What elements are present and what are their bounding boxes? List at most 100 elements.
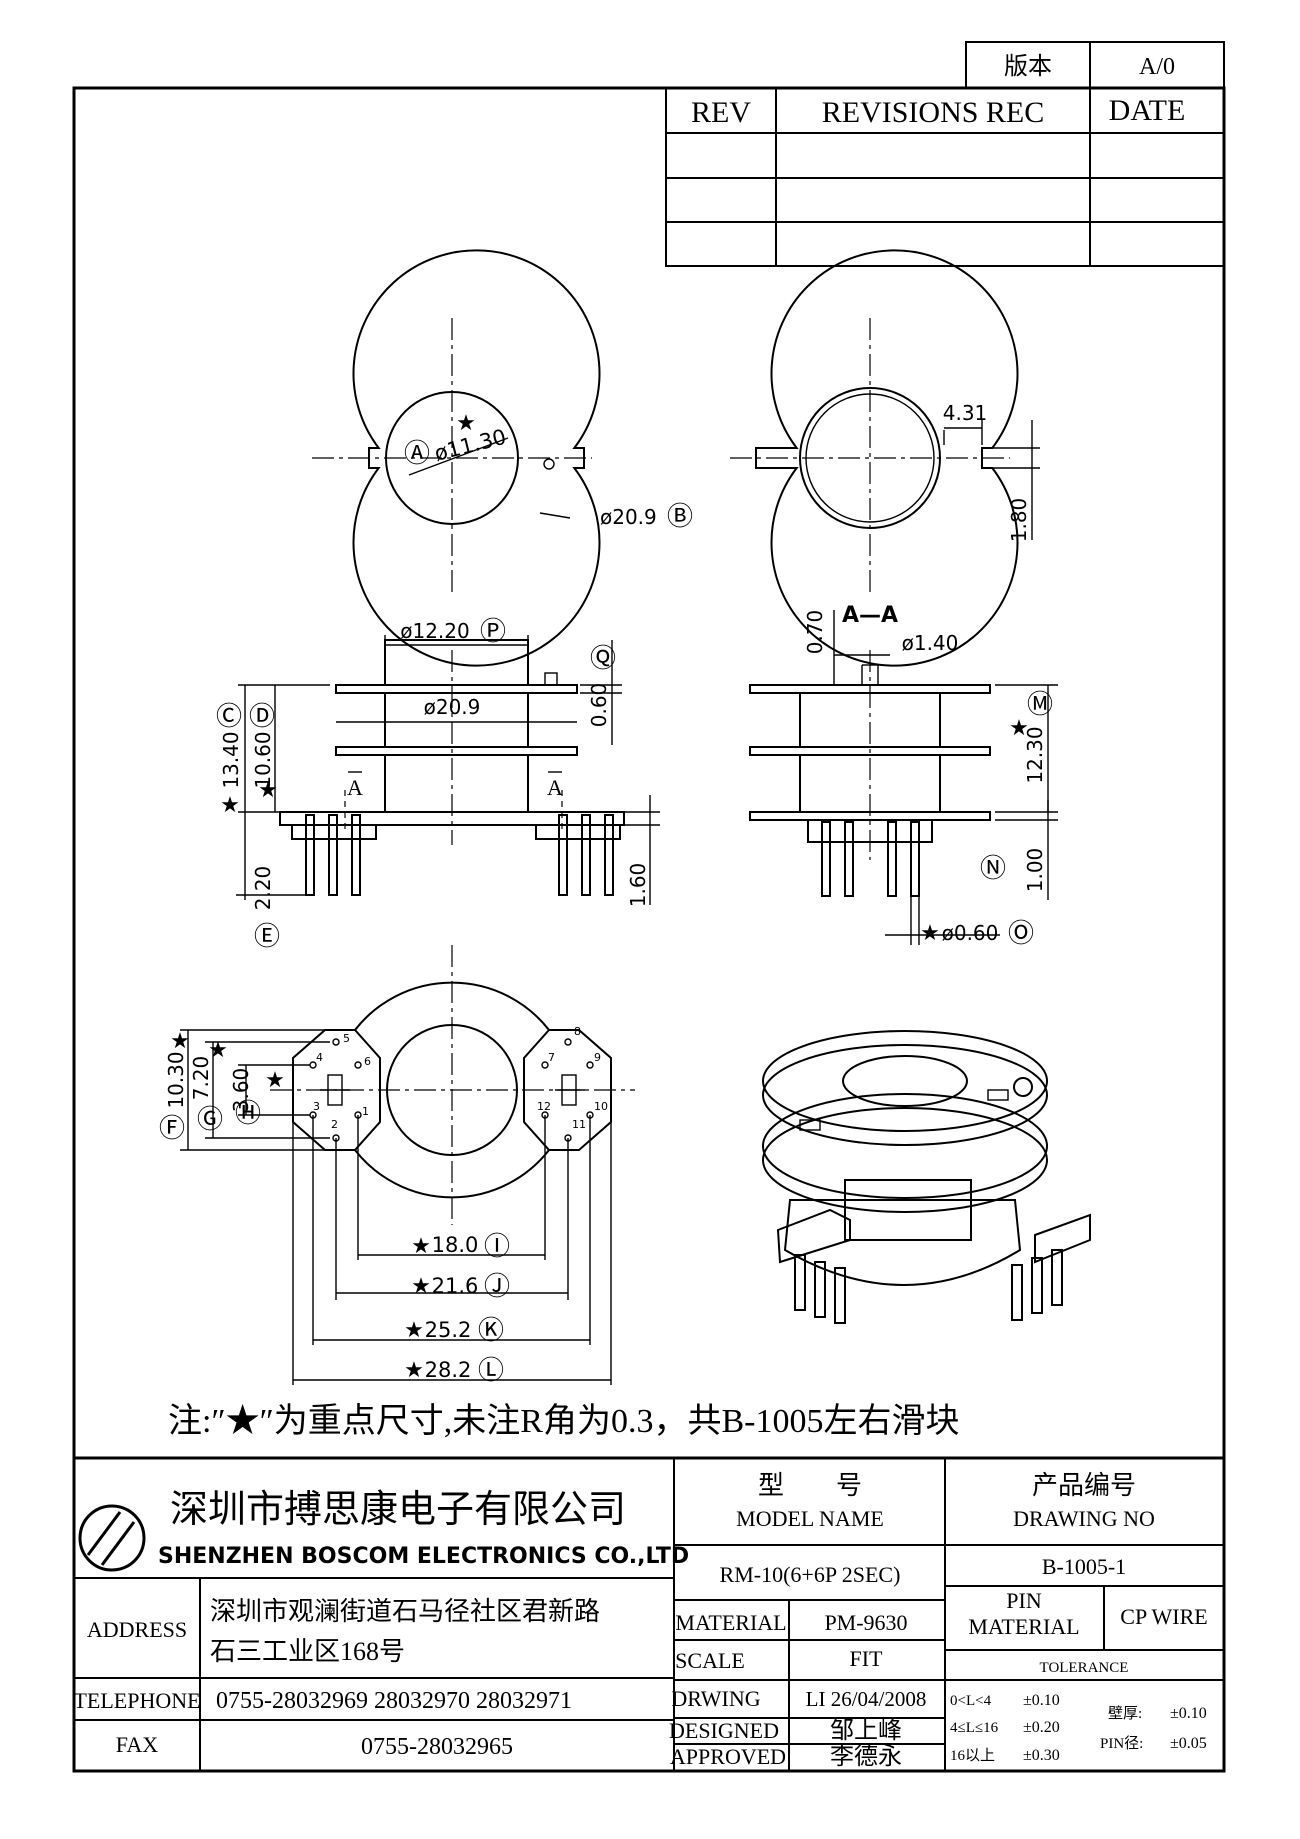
version-block: 版本 A/0 xyxy=(965,41,1225,89)
title-block: 深圳市搏思康电子有限公司 SHENZHEN BOSCOM ELECTRONICS… xyxy=(73,1456,1224,1771)
drawing-no-cn: 产品编号 xyxy=(1032,1471,1136,1500)
revisions-header: REVISIONS REC xyxy=(822,96,1045,129)
star-g: ★ xyxy=(208,1038,228,1063)
top-view-right: 4.31 1.80 xyxy=(730,249,1040,667)
pin-label: 6 xyxy=(364,1055,371,1068)
drawn-value: LI 26/04/2008 xyxy=(806,1687,927,1711)
tag-k: Ⓚ xyxy=(478,1316,504,1346)
pin-material-label-1: PIN xyxy=(1006,1588,1042,1613)
gap-dim: 0.70 xyxy=(803,610,827,655)
company-logo xyxy=(78,1504,146,1572)
section-title: A—A xyxy=(842,603,898,628)
bottom-view: 5 4 6 3 2 1 8 7 9 12 11 10 10.30 ★ Ⓕ 7.2… xyxy=(159,945,635,1386)
pin-dia-dim: ø0.60 xyxy=(942,921,999,945)
tag-d: Ⓓ xyxy=(249,702,275,732)
address-line2: 石三工业区168号 xyxy=(210,1637,405,1666)
pin-label: 1 xyxy=(362,1105,369,1118)
model-name-cn: 型 号 xyxy=(758,1471,862,1500)
mid-height-dim: 10.60 xyxy=(251,731,275,788)
star-h: ★ xyxy=(265,1068,285,1093)
dim-h: 3.60 xyxy=(229,1068,253,1113)
star-marker: ★ xyxy=(456,411,476,436)
dim-i: 18.0 xyxy=(432,1233,479,1257)
approved-value: 李德永 xyxy=(830,1743,902,1770)
designed-label: DESIGNED xyxy=(669,1718,779,1743)
pin-length-dim: 2.20 xyxy=(251,866,275,911)
pin-hole-dim: ø1.40 xyxy=(902,631,959,655)
pin-label: 8 xyxy=(574,1025,581,1038)
dim-l: 28.2 xyxy=(425,1358,472,1382)
star-pin-dia: ★ xyxy=(920,921,940,946)
material-value: PM-9630 xyxy=(824,1610,907,1635)
pin-label: 3 xyxy=(313,1100,320,1113)
tag-m: Ⓜ xyxy=(1027,690,1053,720)
pin-label: 9 xyxy=(594,1051,601,1064)
pin-label: 7 xyxy=(548,1051,555,1064)
top-view-left: ★ Ⓐ ø11.30 ø20.9 Ⓑ xyxy=(312,249,693,667)
pin-dia-label: PIN径: xyxy=(1100,1735,1143,1752)
pin-dia-tol: ±0.05 xyxy=(1170,1735,1207,1752)
pin-label: 4 xyxy=(316,1051,323,1064)
tol-range-2: 4≤L≤16 xyxy=(950,1720,999,1736)
model-name-en: MODEL NAME xyxy=(736,1506,884,1531)
tag-n: Ⓝ xyxy=(980,854,1006,884)
telephone-label: TELEPHONE xyxy=(73,1688,200,1713)
tag-c: Ⓒ xyxy=(216,702,242,732)
wall-label: 壁厚: xyxy=(1108,1705,1142,1722)
pin-label: 11 xyxy=(572,1118,586,1131)
plate-dia-dim: ø20.9 xyxy=(424,695,481,719)
tol-value-2: ±0.20 xyxy=(1023,1719,1060,1736)
scale-value: FIT xyxy=(850,1646,884,1671)
pin-label: 10 xyxy=(594,1100,608,1113)
drawing-no-en: DRAWING NO xyxy=(1013,1506,1155,1531)
tag-p: Ⓟ xyxy=(480,617,506,647)
address-line1: 深圳市观澜街道石马径社区君新路 xyxy=(210,1597,600,1626)
telephone-value: 0755-28032969 28032970 28032971 xyxy=(216,1688,572,1714)
outer-dia-dim: ø20.9 xyxy=(600,505,657,529)
tol-range-3: 16以上 xyxy=(950,1747,995,1764)
tag-o: Ⓞ xyxy=(1008,919,1034,949)
tolerance-label: TOLERANCE xyxy=(1040,1660,1129,1676)
star-f: ★ xyxy=(170,1029,190,1054)
section-height-dim: 12.30 xyxy=(1023,726,1047,783)
dim-j: 21.6 xyxy=(432,1274,479,1298)
star-l: ★ xyxy=(404,1358,424,1383)
scale-label: SCALE xyxy=(675,1648,745,1673)
slot-width-dim: 4.31 xyxy=(943,401,988,425)
pin-material-label-2: MATERIAL xyxy=(968,1614,1079,1639)
tag-h: Ⓗ xyxy=(235,1099,261,1129)
pin-label: 5 xyxy=(343,1032,350,1045)
section-view: A—A 0.70 ø1.40 12.30 ★ Ⓜ 1.00 Ⓝ ★ ø0.60 … xyxy=(749,603,1058,949)
tol-range-1: 0<L<4 xyxy=(950,1693,992,1709)
rev-header: REV xyxy=(691,96,751,129)
tol-value-1: ±0.10 xyxy=(1023,1692,1060,1709)
base-height-dim: 1.60 xyxy=(626,863,650,908)
company-name-en: SHENZHEN BOSCOM ELECTRONICS CO.,LTD xyxy=(158,1544,689,1569)
tag-i: Ⓘ xyxy=(484,1232,510,1262)
designed-value: 邹上峰 xyxy=(830,1717,902,1744)
fax-label: FAX xyxy=(116,1732,158,1757)
tag-a: Ⓐ xyxy=(404,439,430,469)
drawing-note: 注:″★″为重点尺寸,未注R角为0.3，共B-1005左右滑块 xyxy=(168,1402,959,1440)
model-name-value: RM-10(6+6P 2SEC) xyxy=(720,1562,901,1587)
drawing-frame xyxy=(72,86,1226,1773)
front-view: ø12.20 Ⓟ ø20.9 0.60 Ⓠ 13.40 ★ Ⓒ 10.60 ★ … xyxy=(216,617,660,952)
section-mark-left: A xyxy=(347,775,363,800)
tag-e: Ⓔ xyxy=(254,922,280,952)
version-label: 版本 xyxy=(1004,53,1052,80)
pin-label: 12 xyxy=(537,1100,551,1113)
tag-q: Ⓠ xyxy=(590,644,616,674)
wall-tol: ±0.10 xyxy=(1170,1705,1207,1722)
base-dim: 1.00 xyxy=(1023,848,1047,893)
dim-k: 25.2 xyxy=(425,1318,472,1342)
drawing-no-value: B-1005-1 xyxy=(1042,1554,1126,1579)
date-header: DATE xyxy=(1109,94,1186,127)
tag-l: Ⓛ xyxy=(478,1356,504,1386)
address-label: ADDRESS xyxy=(87,1617,187,1642)
star-k: ★ xyxy=(404,1318,424,1343)
tag-g: Ⓖ xyxy=(197,1105,223,1135)
dim-f: 10.30 xyxy=(164,1051,188,1108)
tag-b: Ⓑ xyxy=(667,502,693,532)
tag-f: Ⓕ xyxy=(159,1114,185,1144)
